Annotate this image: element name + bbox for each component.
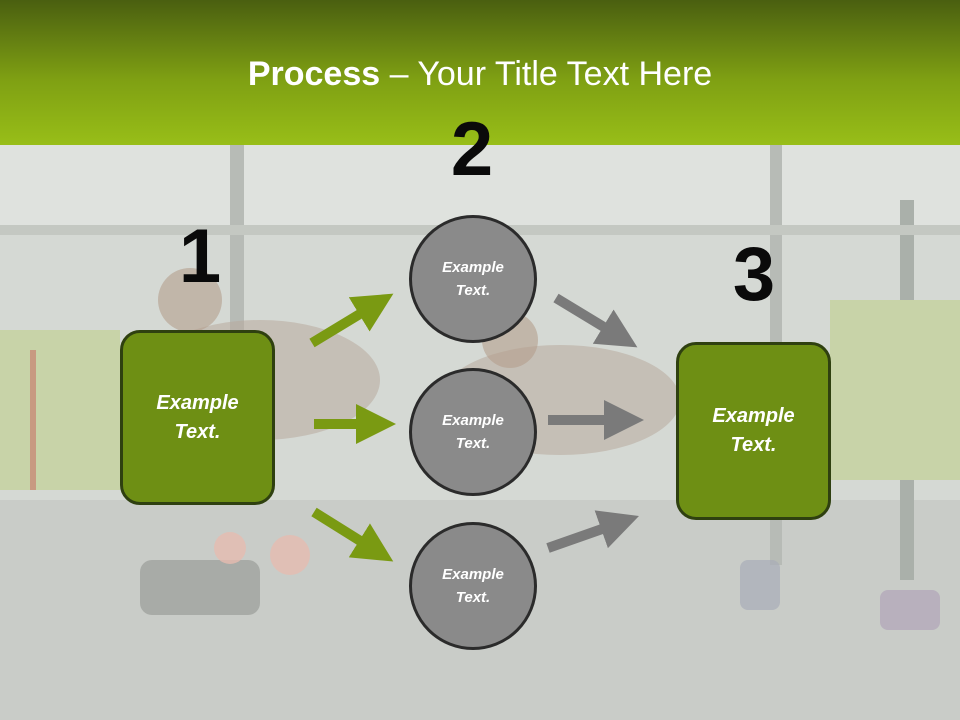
step-2-circle-bottom: Example Text. [409,522,537,650]
title-bold: Process [247,55,381,93]
step-number-2: 2 [450,107,494,192]
step-1-box: Example Text. [120,330,275,505]
circle-top-text: Example Text. [442,259,504,299]
arrow-left-to-bottom [311,507,394,562]
slide-title: Process – Your Title Text Here [0,52,960,96]
step-1-box-text: Example Text. [156,391,239,443]
arrow-left-to-top [309,293,394,348]
arrow-top-to-right [553,293,638,348]
title-rest: – Your Title Text Here [380,55,713,93]
header-band [0,0,960,145]
step-number-1: 1 [178,214,222,299]
step-3-box: Example Text. [676,342,831,520]
circle-bottom-text: Example Text. [442,566,504,606]
step-number-3: 3 [732,232,776,317]
circle-middle-text: Example Text. [442,412,504,452]
step-3-box-text: Example Text. [712,405,795,456]
step-2-circle-top: Example Text. [409,215,537,343]
arrow-bottom-to-right [546,510,639,553]
step-2-circle-middle: Example Text. [409,368,537,496]
